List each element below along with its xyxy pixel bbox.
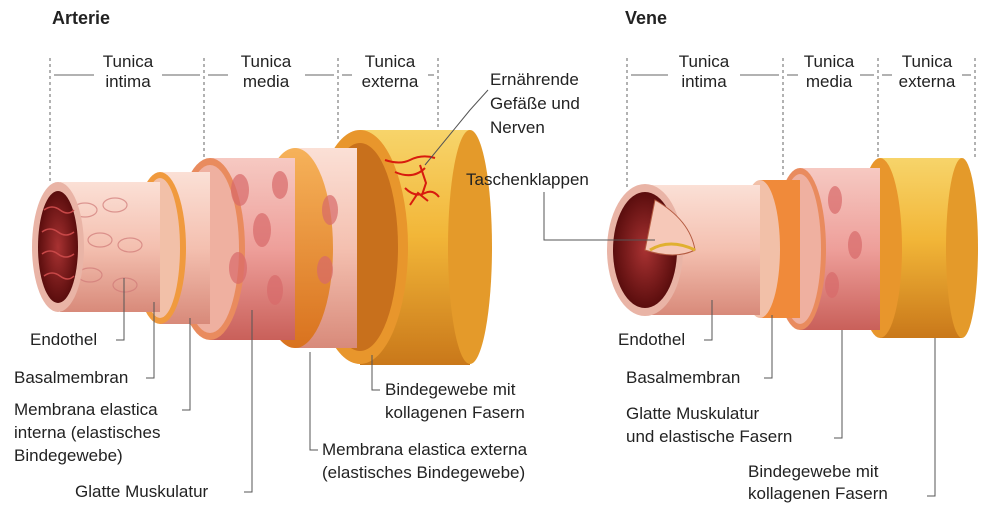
artery-label-elastica-interna-line2: interna (elastisches [14,423,160,443]
vein-label-muskulatur: Glatte Muskulatur und elastische Fasern [626,404,792,447]
artery-drawing [32,130,492,365]
artery-label-nutrient-line3: Nerven [490,118,580,138]
vein-title: Vene [625,8,667,29]
artery-header-media-line2: media [228,72,304,92]
artery-label-elastica-externa: Membrana elastica externa (elastisches B… [322,440,527,483]
vein-drawing [607,158,978,338]
artery-header-externa-line1: Tunica [352,52,428,72]
vein-label-bindegewebe-line1: Bindegewebe mit [748,462,888,482]
artery-intima-layer [32,182,160,312]
artery-label-nutrient-line2: Gefäße und [490,94,580,114]
artery-label-endothel: Endothel [30,330,97,350]
artery-header-media-line1: Tunica [228,52,304,72]
artery-header-externa: Tunica externa [352,52,428,92]
artery-label-nutrient-line1: Ernährende [490,70,580,90]
vein-header-intima-line2: intima [668,72,740,92]
artery-header-externa-line2: externa [352,72,428,92]
vein-label-endothel: Endothel [618,330,685,350]
artery-label-nutrient-vessels: Ernährende Gefäße und Nerven [490,70,580,138]
vein-label-basalmembran: Basalmembran [626,368,740,388]
vein-label-muskulatur-line2: und elastische Fasern [626,427,792,447]
vein-label-muskulatur-line1: Glatte Muskulatur [626,404,792,424]
vein-header-media-line2: media [798,72,860,92]
artery-header-media: Tunica media [228,52,304,92]
vein-label-taschenklappen: Taschenklappen [466,170,589,190]
vein-header-externa-line1: Tunica [892,52,962,72]
artery-label-elastica-interna-line3: Bindegewebe) [14,446,160,466]
vein-header-media-line1: Tunica [798,52,860,72]
artery-header-intima: Tunica intima [95,52,161,92]
vein-label-bindegewebe: Bindegewebe mit kollagenen Fasern [748,462,888,504]
vein-header-intima: Tunica intima [668,52,740,92]
artery-label-elastica-interna: Membrana elastica interna (elastisches B… [14,400,160,466]
artery-label-glatte-muskulatur: Glatte Muskulatur [75,482,208,502]
artery-header-intima-line1: Tunica [95,52,161,72]
artery-label-bindegewebe-line1: Bindegewebe mit [385,380,525,400]
artery-label-basalmembran: Basalmembran [14,368,128,388]
vein-label-bindegewebe-line2: kollagenen Fasern [748,484,888,504]
vein-intima-layer [607,184,760,316]
vein-header-media: Tunica media [798,52,860,92]
vein-header-externa: Tunica externa [892,52,962,92]
artery-label-bindegewebe-line2: kollagenen Fasern [385,403,525,423]
artery-title: Arterie [52,8,110,29]
artery-label-elastica-externa-line2: (elastisches Bindegewebe) [322,463,527,483]
vein-header-externa-line2: externa [892,72,962,92]
artery-header-intima-line2: intima [95,72,161,92]
artery-label-bindegewebe: Bindegewebe mit kollagenen Fasern [385,380,525,423]
artery-label-elastica-externa-line1: Membrana elastica externa [322,440,527,460]
artery-label-elastica-interna-line1: Membrana elastica [14,400,160,420]
vein-header-intima-line1: Tunica [668,52,740,72]
